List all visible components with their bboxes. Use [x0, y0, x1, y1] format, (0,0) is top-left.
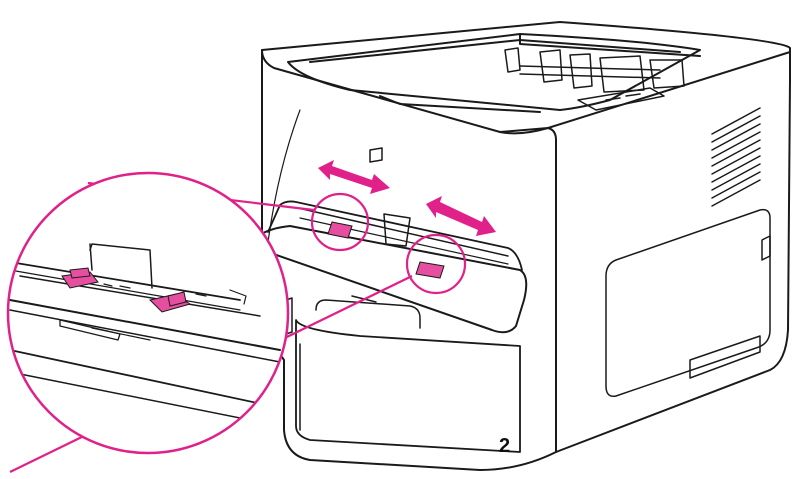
control-panel [577, 87, 665, 111]
top-surface [261, 49, 791, 135]
paper-guide-right [415, 261, 445, 279]
side-panel [605, 208, 771, 398]
inset-guide-right [149, 291, 192, 313]
double-arrow-icon [318, 160, 390, 194]
output-tray [287, 33, 701, 111]
side-vents [711, 107, 761, 207]
tray-2 [295, 319, 521, 453]
rear-rollers [504, 47, 685, 93]
callout-circle-left [310, 192, 370, 252]
printer-body [256, 21, 791, 471]
logo-emblem [369, 147, 383, 163]
double-arrow-icon [426, 196, 496, 236]
callout-circle-right [405, 233, 467, 295]
printer-outline [261, 21, 791, 471]
tray-number-label: 2 [499, 435, 510, 457]
inset-guide-left [61, 267, 99, 289]
magnified-inset [8, 173, 288, 453]
paper-guide-left [327, 221, 353, 239]
priority-input-tray [256, 225, 528, 334]
inset-circle-border [6, 171, 290, 455]
